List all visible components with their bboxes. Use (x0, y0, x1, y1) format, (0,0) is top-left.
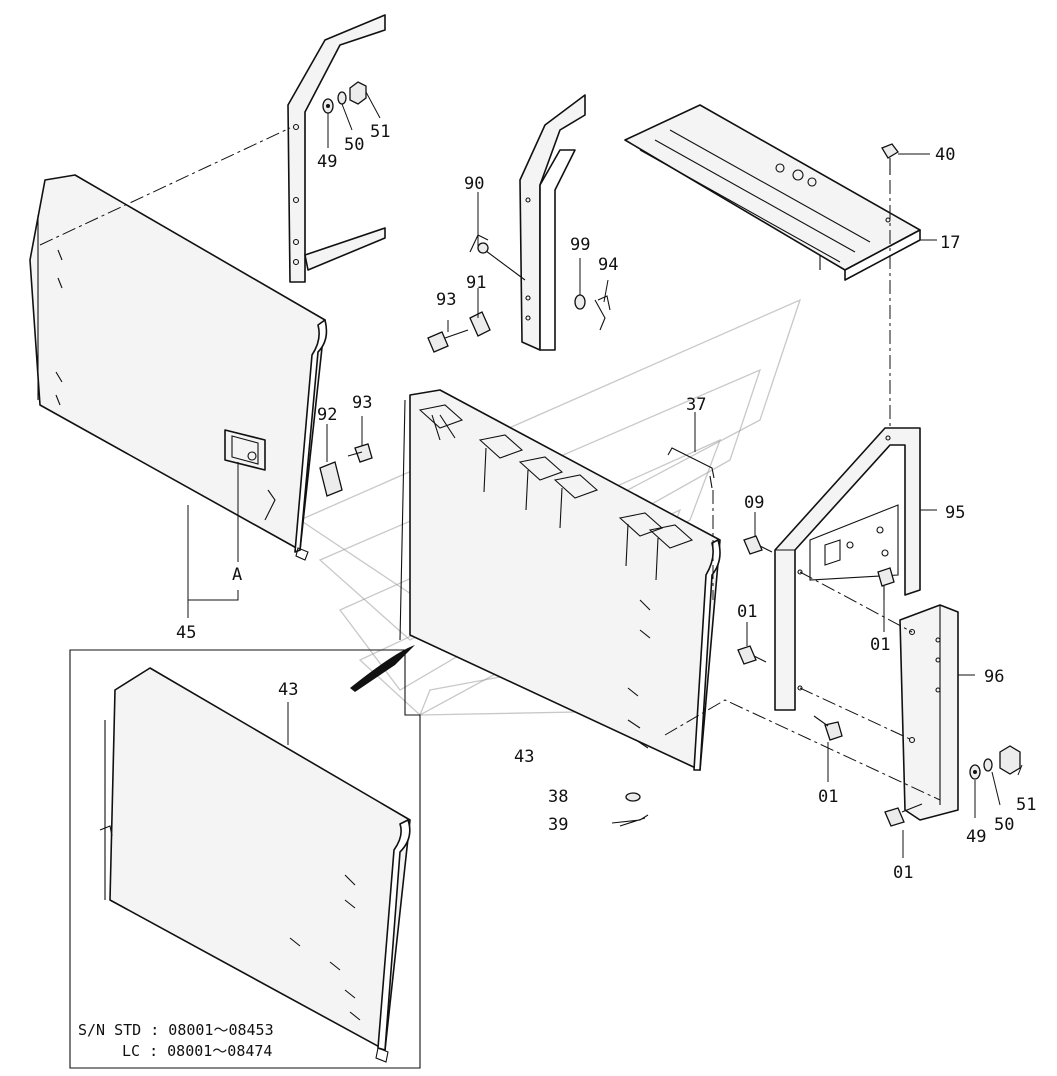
label-39: 39 (548, 815, 568, 835)
bolt-01-c (813, 715, 843, 741)
label-94: 94 (598, 255, 618, 275)
label-50-top: 50 (344, 135, 364, 155)
lock-washer-50-right (983, 758, 993, 772)
vented-cover-43 (399, 389, 721, 771)
label-49-top: 49 (317, 152, 337, 172)
label-91: 91 (466, 273, 486, 293)
gas-strut-37 (667, 447, 715, 489)
label-51-top: 51 (370, 122, 390, 142)
label-38: 38 (548, 787, 568, 807)
label-92: 92 (317, 405, 337, 425)
label-40: 40 (935, 145, 955, 165)
label-96: 96 (984, 667, 1004, 687)
bolt-40 (881, 143, 899, 175)
label-49-right: 49 (966, 827, 986, 847)
label-45: 45 (176, 623, 196, 643)
washer-49-top (322, 98, 334, 114)
alt-cover-43-inset (99, 667, 411, 1063)
label-93-mid: 93 (352, 393, 372, 413)
inset-pointer-arrow (350, 645, 415, 692)
label-50-right: 50 (994, 815, 1014, 835)
label-01-a: 01 (737, 602, 757, 622)
bolt-93-top (427, 329, 469, 353)
label-43-inset: 43 (278, 680, 298, 700)
bolt-09 (743, 535, 773, 555)
serial-note-lc: LC : 08001～08474 (122, 1042, 272, 1060)
upper-hinge-bracket (287, 14, 386, 283)
label-09: 09 (744, 493, 764, 513)
label-43: 43 (514, 747, 534, 767)
label-93-top: 93 (436, 290, 456, 310)
nut-51-right (999, 745, 1021, 775)
label-01-c: 01 (818, 787, 838, 807)
clip-91 (469, 311, 491, 337)
pin-94 (594, 295, 611, 331)
washer-99 (574, 294, 586, 310)
top-plate-17 (624, 104, 921, 281)
label-90: 90 (464, 174, 484, 194)
strut-bracket (519, 94, 586, 351)
side-bracket-96 (899, 604, 959, 821)
washer-38 (625, 792, 641, 802)
lock-washer-50-top (337, 91, 347, 105)
latch-92 (319, 461, 343, 497)
label-99: 99 (570, 235, 590, 255)
frame-95 (774, 427, 921, 711)
label-01-d: 01 (893, 863, 913, 883)
pin-39 (611, 814, 649, 827)
label-view-a: A (232, 565, 242, 585)
label-95: 95 (945, 503, 965, 523)
bolt-01-a (737, 645, 767, 665)
washer-49-right (969, 764, 981, 780)
label-51-right: 51 (1016, 795, 1036, 815)
side-door-45 (29, 174, 328, 561)
nut-51-top (349, 81, 367, 105)
label-17: 17 (940, 233, 960, 253)
bolt-90 (469, 234, 526, 281)
bolt-93-mid (347, 443, 373, 463)
label-01-b: 01 (870, 635, 890, 655)
bolt-01-b (877, 567, 895, 600)
label-37: 37 (686, 395, 706, 415)
bolt-01-d (884, 803, 923, 827)
serial-note-std: S/N STD : 08001～08453 (78, 1021, 274, 1039)
